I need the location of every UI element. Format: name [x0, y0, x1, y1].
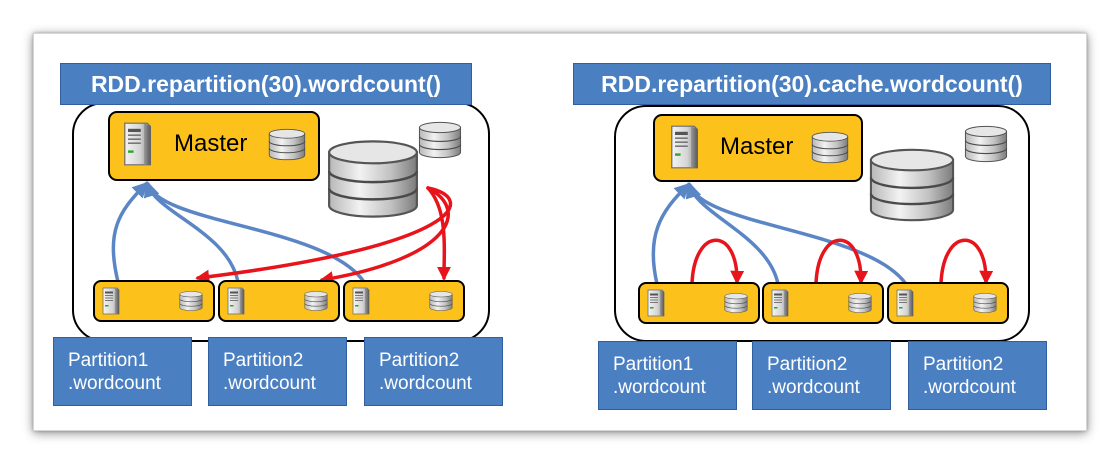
server-icon: [645, 288, 665, 318]
shuffle-arrow: [426, 186, 452, 281]
shuffle-arrow: [319, 186, 450, 286]
partition-name: Partition2: [923, 354, 1004, 375]
partition-op: .wordcount: [613, 377, 706, 398]
partition-name: Partition2: [767, 354, 848, 375]
partition-name: Partition1: [68, 350, 149, 371]
panel-repartition-cache: RDD.repartition(30).cache.wordcount() Ma…: [540, 0, 1060, 462]
panel-repartition: RDD.repartition(30).wordcount() Master P…: [0, 0, 520, 462]
worker-node-3: [343, 280, 465, 322]
flow-arrows: [651, 181, 994, 286]
database-icon: [304, 289, 328, 313]
partition-box-2: Partition2 .wordcount: [752, 341, 891, 410]
partition-name: Partition2: [223, 350, 304, 371]
database-icon: [848, 291, 872, 315]
shuffle-arrow: [195, 186, 453, 284]
partition-name: Partition1: [613, 354, 694, 375]
server-icon: [225, 286, 245, 316]
panel-title: RDD.repartition(30).cache.wordcount(): [573, 63, 1051, 105]
worker-node-3: [887, 282, 1009, 324]
partition-op: .wordcount: [923, 377, 1016, 398]
flow-arrows: [111, 180, 453, 286]
master-label: Master: [720, 133, 794, 160]
worker-node-2: [762, 282, 884, 324]
database-icon: [429, 289, 453, 313]
worker-link-arrow: [686, 181, 908, 286]
cache-loop-arrow: [939, 238, 994, 286]
partition-box-1: Partition1 .wordcount: [598, 341, 737, 410]
worker-node-1: [638, 282, 760, 324]
master-node: Master: [108, 111, 320, 181]
database-icon: [811, 131, 849, 164]
database-icon: [724, 291, 748, 315]
database-icon: [179, 289, 203, 313]
partition-name: Partition2: [379, 350, 460, 371]
cache-loop-arrow: [814, 238, 869, 286]
server-icon: [894, 288, 914, 318]
partition-op: .wordcount: [223, 373, 316, 394]
partition-op: .wordcount: [767, 377, 860, 398]
server-icon: [100, 286, 120, 316]
worker-node-2: [218, 280, 340, 322]
database-icon: [973, 291, 997, 315]
partition-box-1: Partition1 .wordcount: [53, 337, 192, 406]
server-icon: [769, 288, 789, 318]
worker-link-arrow: [651, 182, 691, 286]
panel-title: RDD.repartition(30).wordcount(): [60, 63, 472, 105]
master-label: Master: [174, 130, 248, 157]
partition-op: .wordcount: [379, 373, 472, 394]
server-icon: [120, 119, 152, 169]
worker-link-arrow: [144, 180, 366, 284]
partition-box-3: Partition2 .wordcount: [364, 337, 503, 406]
server-icon: [350, 286, 370, 316]
server-icon: [667, 122, 699, 172]
worker-link-arrow: [111, 181, 149, 284]
cache-loop-arrow: [690, 238, 745, 286]
partition-box-2: Partition2 .wordcount: [208, 337, 347, 406]
master-node: Master: [653, 114, 863, 182]
database-icon: [268, 128, 306, 161]
partition-op: .wordcount: [68, 373, 161, 394]
partition-box-3: Partition2 .wordcount: [908, 341, 1047, 410]
worker-node-1: [93, 280, 215, 322]
